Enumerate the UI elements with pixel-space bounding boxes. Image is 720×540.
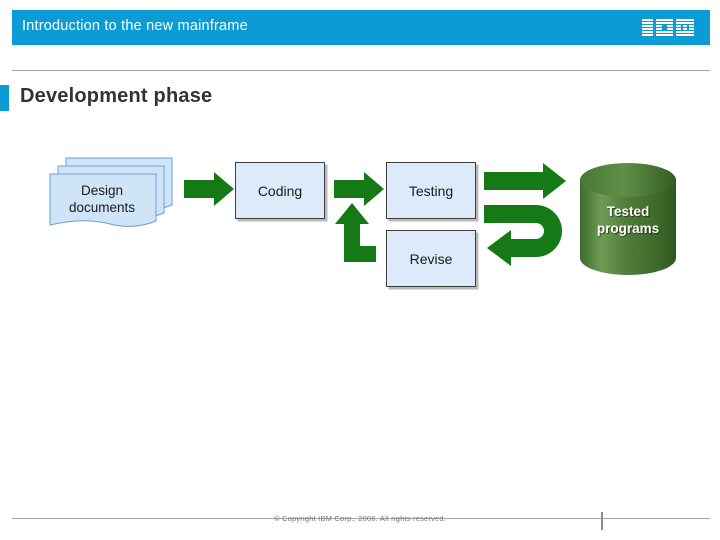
header-title: Introduction to the new mainframe bbox=[22, 18, 248, 34]
header-bar: Introduction to the new mainframe bbox=[12, 10, 710, 45]
node-revise: Revise bbox=[386, 230, 476, 287]
node-tested-programs-label: Tested programs bbox=[596, 204, 660, 236]
node-tested-programs bbox=[580, 163, 676, 275]
arrow-testing-to-tested-programs bbox=[484, 163, 566, 199]
node-testing: Testing bbox=[386, 162, 476, 219]
footer-tick bbox=[601, 512, 603, 530]
arrow-testing-to-revise bbox=[484, 205, 562, 266]
title-marker bbox=[0, 85, 9, 111]
arrow-design-to-coding bbox=[184, 172, 234, 206]
title-divider bbox=[12, 70, 710, 71]
footer-copyright: © Copyright IBM Corp., 2006. All rights … bbox=[273, 514, 447, 523]
arrow-revise-to-coding bbox=[335, 203, 376, 262]
node-coding: Coding bbox=[235, 162, 325, 219]
node-design-documents bbox=[49, 157, 173, 227]
footer-divider bbox=[12, 518, 710, 519]
arrow-coding-to-testing bbox=[334, 172, 384, 206]
page-title: Development phase bbox=[20, 85, 213, 107]
ibm-logo bbox=[642, 19, 694, 36]
node-design-documents-label: Design documents bbox=[68, 183, 136, 215]
